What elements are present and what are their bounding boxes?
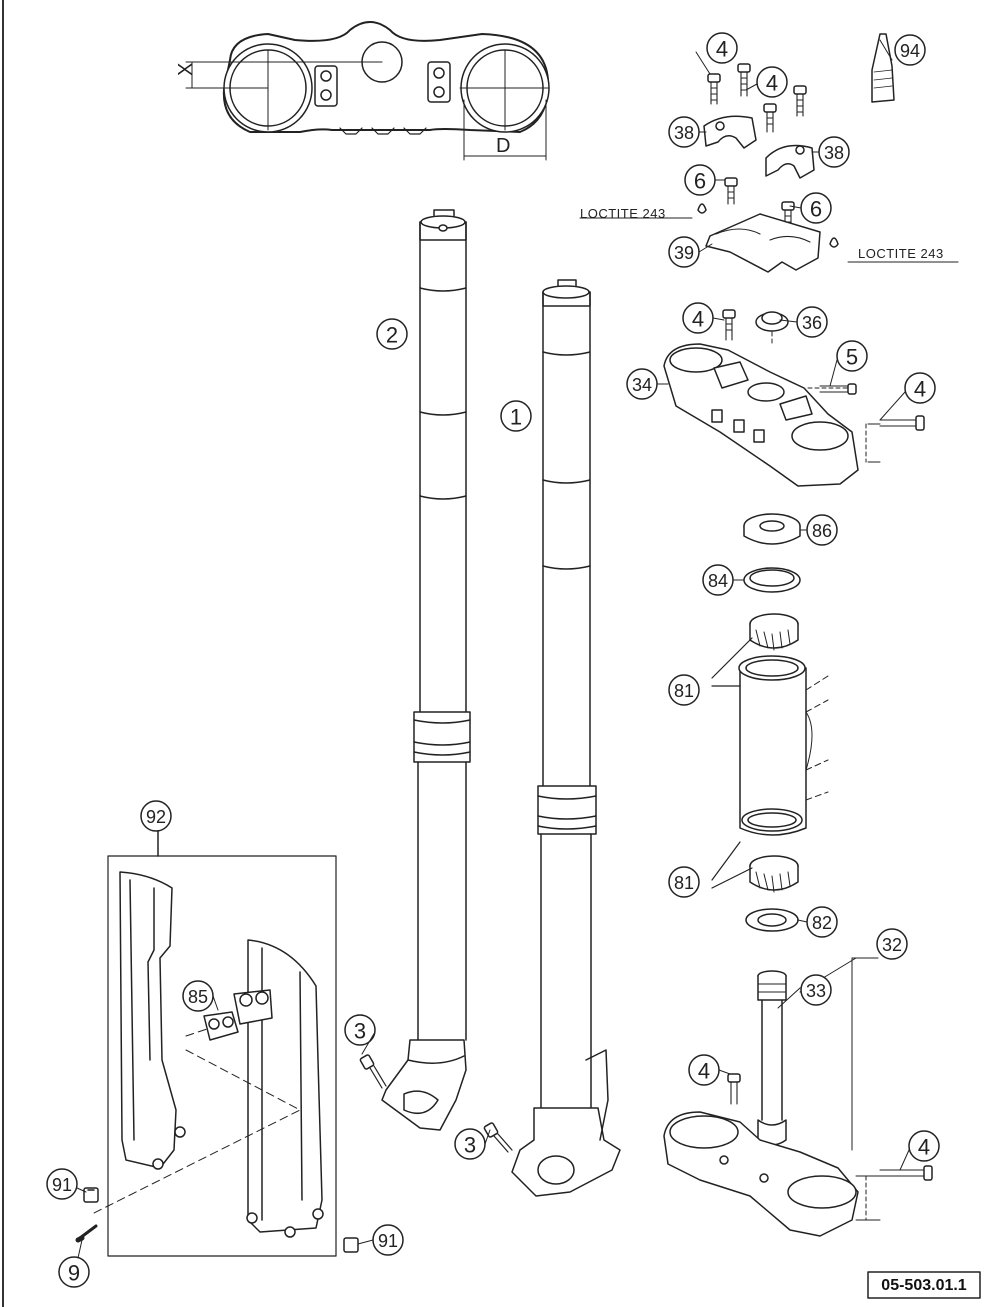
callout-9: 9 bbox=[68, 1261, 80, 1286]
callout-84: 84 bbox=[708, 571, 728, 591]
callout-markers bbox=[46, 32, 940, 1288]
callout-4-d: 4 bbox=[914, 377, 926, 402]
callout-4-a: 4 bbox=[716, 37, 728, 62]
callout-38-a: 38 bbox=[674, 123, 694, 143]
callout-leaders bbox=[76, 39, 910, 1259]
drawing-code: 05-503.01.1 bbox=[881, 1277, 967, 1294]
dimension-x-label: X bbox=[175, 63, 197, 76]
callout-94: 94 bbox=[900, 41, 920, 61]
callout-2: 2 bbox=[386, 323, 398, 348]
callout-4-e: 4 bbox=[698, 1059, 710, 1084]
callout-4-b: 4 bbox=[766, 71, 778, 96]
callout-32: 32 bbox=[882, 935, 902, 955]
callout-3-right: 3 bbox=[464, 1133, 476, 1158]
axle-clamp-bolt-right bbox=[483, 1122, 513, 1153]
callout-92: 92 bbox=[146, 807, 166, 827]
callout-6-b: 6 bbox=[810, 197, 822, 222]
handlebar-clamp-parts bbox=[703, 33, 895, 179]
callout-labels: 1 2 3 3 4 4 4 4 4 4 5 6 6 9 32 33 34 36 … bbox=[52, 37, 930, 1286]
callout-81-a: 81 bbox=[674, 681, 694, 701]
callout-4-f: 4 bbox=[918, 1135, 930, 1160]
callout-5: 5 bbox=[846, 345, 858, 370]
loctite-label-left: LOCTITE 243 bbox=[580, 206, 666, 221]
handlebar-clamp-base-39 bbox=[579, 177, 959, 273]
callout-36: 36 bbox=[802, 313, 822, 333]
callout-33: 33 bbox=[806, 981, 826, 1001]
upper-triple-clamp-34 bbox=[663, 309, 925, 487]
fork-leg-1 bbox=[511, 279, 621, 1197]
callout-34: 34 bbox=[632, 375, 652, 395]
callout-1: 1 bbox=[510, 405, 522, 430]
callout-4-c: 4 bbox=[692, 307, 704, 332]
axle-clamp-bolt-left bbox=[359, 1054, 387, 1089]
callout-81-b: 81 bbox=[674, 873, 694, 893]
fork-guard-kit-92 bbox=[75, 829, 359, 1257]
callout-6-a: 6 bbox=[694, 169, 706, 194]
lower-triple-clamp-32 bbox=[663, 957, 933, 1237]
callout-91-a: 91 bbox=[52, 1175, 72, 1195]
dimension-d-label: D bbox=[496, 135, 510, 157]
callout-3-left: 3 bbox=[354, 1019, 366, 1044]
callout-39: 39 bbox=[674, 243, 694, 263]
top-triple-clamp-dimension-view bbox=[185, 21, 550, 161]
fork-leg-2 bbox=[381, 209, 471, 1131]
callout-38-b: 38 bbox=[824, 143, 844, 163]
callout-85: 85 bbox=[188, 987, 208, 1007]
steering-bearing-stack bbox=[711, 513, 829, 932]
callout-86: 86 bbox=[812, 521, 832, 541]
callout-82: 82 bbox=[812, 913, 832, 933]
callout-91-b: 91 bbox=[378, 1231, 398, 1251]
loctite-label-right: LOCTITE 243 bbox=[858, 246, 944, 261]
drawing-code-box bbox=[867, 1271, 981, 1299]
